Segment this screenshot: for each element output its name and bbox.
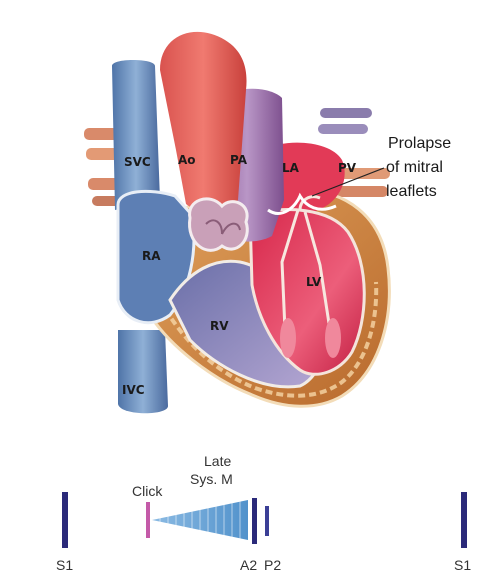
label-pa: PA — [230, 153, 248, 167]
p2-sound-bar — [265, 506, 269, 536]
label-svc: SVC — [124, 155, 151, 169]
inferior-vena-cava — [118, 330, 168, 413]
heart-illustration — [84, 32, 390, 413]
phonocardiogram — [62, 492, 467, 548]
phonocardiogram-labels: Click Late Sys. M S1 A2 P2 S1 — [56, 453, 471, 573]
semilunar-valves — [190, 199, 248, 250]
label-murmur-line-2: Sys. M — [190, 471, 233, 487]
prolapse-annotation: Prolapse of mitral leaflets — [386, 135, 451, 200]
label-rv: RV — [210, 319, 229, 333]
annotation-line-3: leaflets — [386, 183, 437, 200]
label-ao: Ao — [178, 153, 196, 167]
label-p2: P2 — [264, 557, 281, 573]
label-a2: A2 — [240, 557, 257, 573]
label-lv: LV — [306, 275, 322, 289]
label-la: LA — [282, 161, 300, 175]
label-ivc: IVC — [122, 383, 145, 397]
label-s1-second: S1 — [454, 557, 471, 573]
label-pv: PV — [338, 161, 357, 175]
s1-sound-bar — [62, 492, 68, 548]
label-ra: RA — [142, 249, 161, 263]
label-click: Click — [132, 483, 163, 499]
annotation-line-1: Prolapse — [388, 135, 451, 152]
label-murmur-line-1: Late — [204, 453, 231, 469]
s1-second-sound-bar — [461, 492, 467, 548]
aorta — [160, 32, 247, 212]
annotation-line-2: of mitral — [386, 159, 443, 176]
click-bar — [146, 502, 150, 538]
label-s1-first: S1 — [56, 557, 73, 573]
a2-sound-bar — [252, 498, 257, 544]
superior-vena-cava — [112, 60, 160, 210]
late-systolic-murmur — [152, 500, 248, 540]
